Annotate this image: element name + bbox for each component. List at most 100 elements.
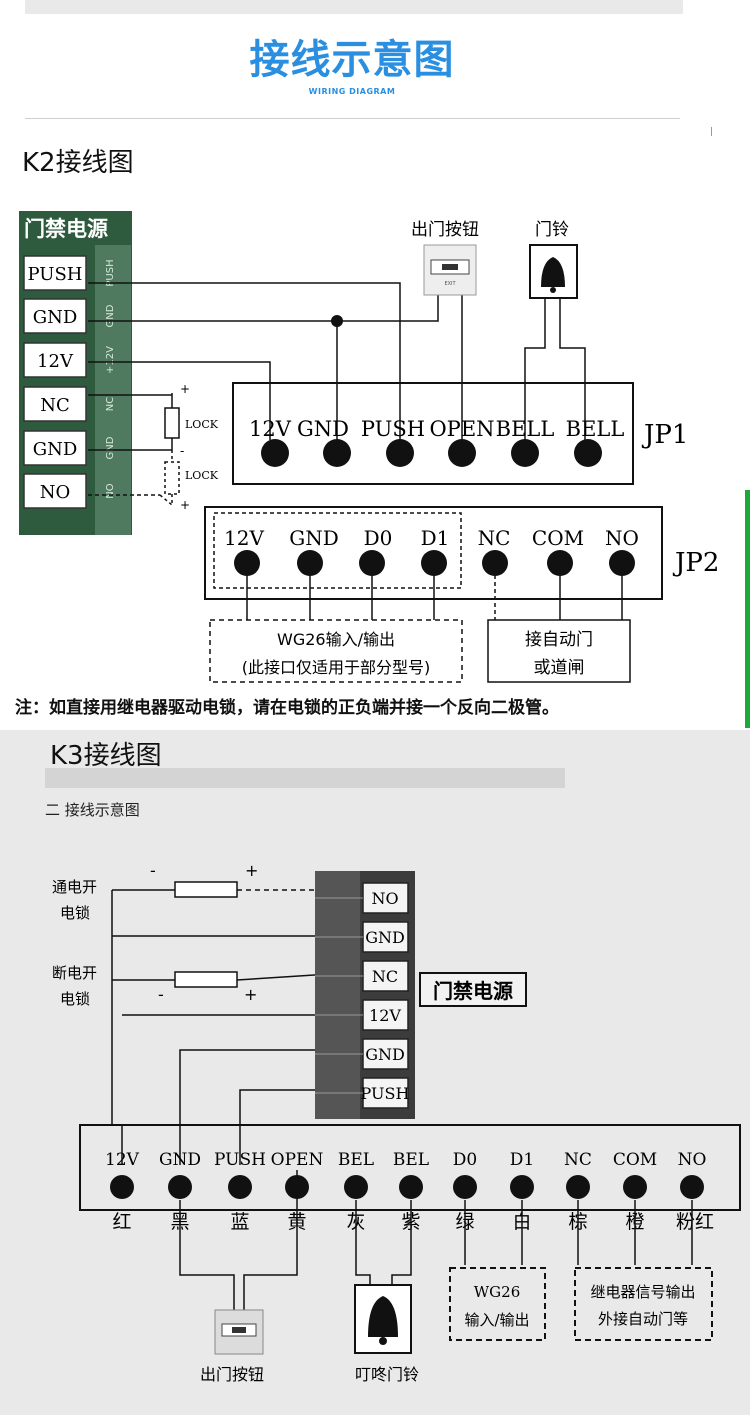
jp1-terminal-label: PUSH (361, 417, 425, 441)
k2-module-terminal-label: 12V (37, 351, 74, 372)
jp1-terminal-label: BELL (566, 417, 625, 441)
k3-heading: K3接线图 (50, 741, 162, 771)
k3-lock1-symbol (174, 881, 238, 898)
k3-board-terminal-label: D0 (453, 1150, 477, 1170)
k2-wg-line1: WG26输入/输出 (277, 630, 395, 649)
lock-symbol-1: + LOCK - (164, 382, 219, 458)
k3-board-terminal-screw (510, 1175, 534, 1199)
lock1-plus: + (180, 382, 190, 396)
top-decorative-bar (25, 0, 683, 14)
k3-relay-line2: 外接自动门等 (598, 1310, 688, 1328)
page-title: 接线示意图 (249, 37, 455, 83)
jp2-dashed-group (213, 512, 462, 589)
k2-module-silk-label: NO (105, 483, 116, 498)
jp1-terminal-label: GND (297, 417, 349, 441)
k3-module-label-box (419, 972, 527, 1007)
k3-board-terminal-screw (453, 1175, 477, 1199)
k3-board-terminal-label: BEL (338, 1150, 374, 1170)
k3-board-terminal-screw (228, 1175, 252, 1199)
k3-lock1-plus: + (245, 861, 258, 880)
k3-module-terminal-label: NO (371, 889, 398, 908)
k3-lock2-minus: - (158, 985, 164, 1004)
k3-module-terminal-label: GND (365, 928, 405, 947)
k3-module-title: 门禁电源 (433, 979, 513, 1003)
k3-bell-label: 叮咚门铃 (355, 1365, 419, 1384)
k3-relay-line1: 继电器信号输出 (590, 1283, 695, 1301)
title-divider (25, 118, 680, 119)
k2-auto-line1: 接自动门 (525, 630, 593, 650)
k3-module-terminal (362, 999, 409, 1031)
lock1-label: LOCK (185, 418, 219, 431)
k3-module-terminal-label: NC (372, 967, 398, 986)
jp2-terminal-screw (297, 550, 323, 576)
jp1-terminal-screw (323, 439, 351, 467)
k3-board-terminal-screw (168, 1175, 192, 1199)
jp1-terminal-label: BELL (496, 417, 555, 441)
jp1-terminal-screw (448, 439, 476, 467)
k2-bell-label: 门铃 (535, 220, 569, 240)
k3-board-terminal-label: 12V (105, 1150, 140, 1170)
k3-module-terminal (362, 921, 409, 953)
k3-board-terminal-screw (285, 1175, 309, 1199)
jp2-terminal-label: D0 (364, 526, 393, 550)
jp1-terminal-screw (261, 439, 289, 467)
k3-wire-color-label: 粉红 (676, 1211, 714, 1233)
right-highlight-bar (745, 490, 750, 728)
k2-module-terminal (23, 386, 87, 422)
jp2-terminal-screw (421, 550, 447, 576)
jp1-box (232, 382, 634, 485)
jp2-terminal-label: NO (605, 526, 639, 550)
bell-icon (541, 257, 565, 287)
k2-exit-button-label: 出门按钮 (411, 220, 479, 240)
k3-module-terminal-label: PUSH (361, 1084, 410, 1103)
k3-board-terminal-label: NC (564, 1150, 592, 1170)
lock2-label: LOCK (185, 469, 219, 482)
lock-symbol-2: LOCK + (164, 450, 219, 512)
jp1-terminal-screw (574, 439, 602, 467)
k2-module-silk-label: GND (105, 436, 116, 459)
k2-module-terminal-label: NO (40, 482, 71, 503)
lock1-minus: - (180, 444, 184, 458)
k3-lock-off-line2: 电锁 (60, 990, 90, 1008)
jp2-label: JP2 (672, 548, 719, 578)
k3-section-title: 二 接线示意图 (45, 801, 140, 819)
k3-lock2-plus: + (244, 985, 257, 1004)
jp2-terminal-label: D1 (421, 526, 450, 550)
k2-wires (88, 282, 586, 506)
jp2-terminal-label: 12V (224, 526, 264, 550)
k3-board-terminal-screw (110, 1175, 134, 1199)
svg-text:EXIT: EXIT (444, 281, 456, 287)
junction-dot (331, 315, 343, 327)
jp1-terminal-label: OPEN (429, 417, 494, 441)
k3-lock-on-line2: 电锁 (60, 904, 90, 922)
k3-exit-button-label: 出门按钮 (200, 1365, 264, 1384)
jp2-terminal-label: COM (532, 526, 584, 550)
jp1-terminal-label: 12V (249, 417, 292, 441)
k2-module-terminal-label: NC (40, 395, 70, 416)
k3-board-terminal-screw (566, 1175, 590, 1199)
k2-auto-line2: 或道闸 (534, 658, 585, 678)
k2-heading: K2接线图 (22, 148, 134, 178)
bell-icon (368, 1296, 398, 1337)
k2-module-terminal (23, 473, 87, 509)
k3-wire-color-label: 红 (112, 1211, 131, 1233)
jp2-terminal-screw (359, 550, 385, 576)
k2-diode-note: 注：如直接用继电器驱动电锁，请在电锁的正负端并接一个反向二极管。 (15, 698, 559, 718)
k2-module-terminal (23, 430, 87, 466)
k2-module-terminal-label: GND (33, 307, 78, 328)
jp2-terminal-screw (234, 550, 260, 576)
k3-board-terminal-screw (623, 1175, 647, 1199)
k2-exit-button: 出门按钮 EXIT (411, 220, 479, 296)
page-subtitle: WIRING DIAGRAM (308, 87, 396, 96)
k3-module-terminal-label: 12V (369, 1006, 401, 1025)
k2-wg-box (209, 619, 463, 683)
k2-module-silk-label: +12V (105, 346, 116, 374)
k3-lock2-symbol (174, 971, 238, 988)
k3-module-terminal (362, 960, 409, 992)
k3-wg-line2: 输入/输出 (464, 1311, 529, 1329)
k3-exit-button: 出门按钮 (200, 1309, 264, 1384)
k2-wg-line2: (此接口仅适用于部分型号) (242, 658, 431, 677)
k3-wire-color-label: 蓝 (230, 1211, 249, 1233)
